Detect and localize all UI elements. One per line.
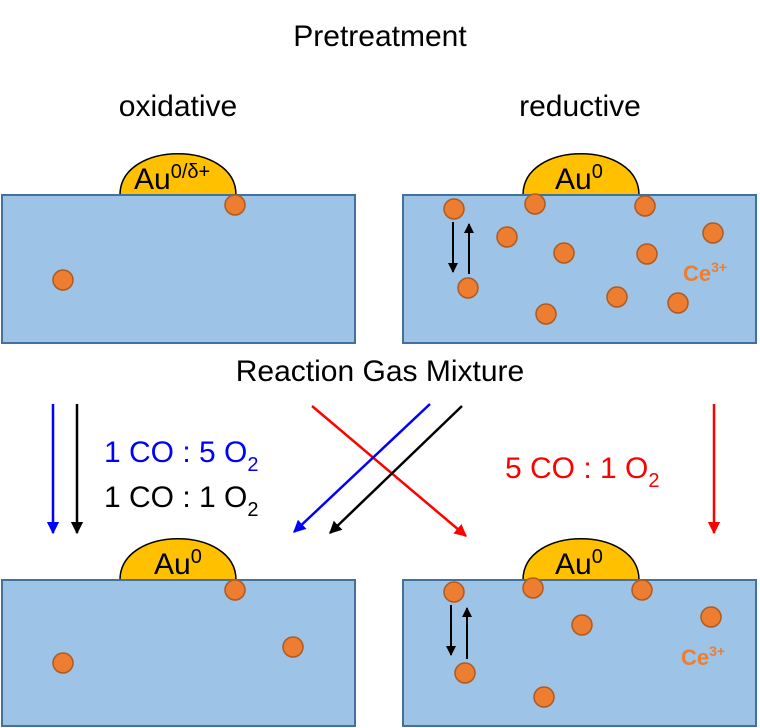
ceria-support-top-left xyxy=(1,194,356,344)
oxygen-vacancy xyxy=(702,222,724,244)
au-label-top-left: Au0/δ+ xyxy=(134,161,210,196)
condition-blue: 1 CO : 5 O2 xyxy=(104,436,259,476)
ceria-support-bottom-right xyxy=(402,579,757,727)
oxygen-vacancy xyxy=(636,243,658,265)
ce3-label-top: Ce3+ xyxy=(683,259,727,286)
oxygen-vacancy xyxy=(496,226,518,248)
oxygen-vacancy xyxy=(443,581,465,603)
title-pretreatment: Pretreatment xyxy=(293,20,467,53)
gold-particle-bottom-left xyxy=(119,538,237,581)
oxygen-vacancy xyxy=(457,277,479,299)
condition-red: 5 CO : 1 O2 xyxy=(505,452,660,492)
au-label-bottom-right: Au0 xyxy=(555,546,603,581)
red-arrow-cross xyxy=(311,405,467,537)
oxygen-vacancy xyxy=(524,193,546,215)
gold-particle-top-left xyxy=(119,153,237,196)
panel-top-left: Au0/δ+ xyxy=(1,153,356,344)
au-label-bottom-left: Au0 xyxy=(154,546,202,581)
oxygen-vacancy xyxy=(224,579,246,601)
oxygen-vacancy xyxy=(454,662,476,684)
ceria-support-bottom-left xyxy=(1,579,356,727)
panel-bottom-right: Au0 Ce3+ xyxy=(402,538,757,727)
oxygen-vacancy xyxy=(553,242,575,264)
oxygen-vacancy xyxy=(535,303,557,325)
oxygen-vacancy xyxy=(443,198,465,220)
oxygen-vacancy xyxy=(667,292,689,314)
label-reductive: reductive xyxy=(519,90,641,123)
ceria-support-top-right xyxy=(402,194,757,344)
au-label-top-right: Au0 xyxy=(555,161,603,196)
oxygen-vacancy xyxy=(52,652,74,674)
oxygen-vacancy xyxy=(282,636,304,658)
blue-arrow-cross xyxy=(293,403,431,533)
black-arrow-cross xyxy=(329,405,463,534)
ce3-label-bottom: Ce3+ xyxy=(681,643,725,670)
oxygen-vacancy xyxy=(533,686,555,708)
gold-particle-bottom-right xyxy=(522,538,640,581)
reaction-gas-title: Reaction Gas Mixture xyxy=(236,355,524,388)
oxygen-vacancy xyxy=(224,194,246,216)
oxygen-vacancy xyxy=(606,286,628,308)
oxygen-vacancy xyxy=(631,579,653,601)
oxygen-vacancy xyxy=(522,577,544,599)
oxygen-vacancy xyxy=(52,269,74,291)
oxygen-vacancy xyxy=(634,195,656,217)
oxygen-vacancy xyxy=(700,606,722,628)
label-oxidative: oxidative xyxy=(119,90,237,123)
condition-black: 1 CO : 1 O2 xyxy=(104,481,259,521)
panel-bottom-left: Au0 xyxy=(1,538,356,727)
panel-top-right: Au0 Ce3+ xyxy=(402,153,757,344)
gold-particle-top-right xyxy=(522,153,640,196)
oxygen-vacancy xyxy=(571,614,593,636)
